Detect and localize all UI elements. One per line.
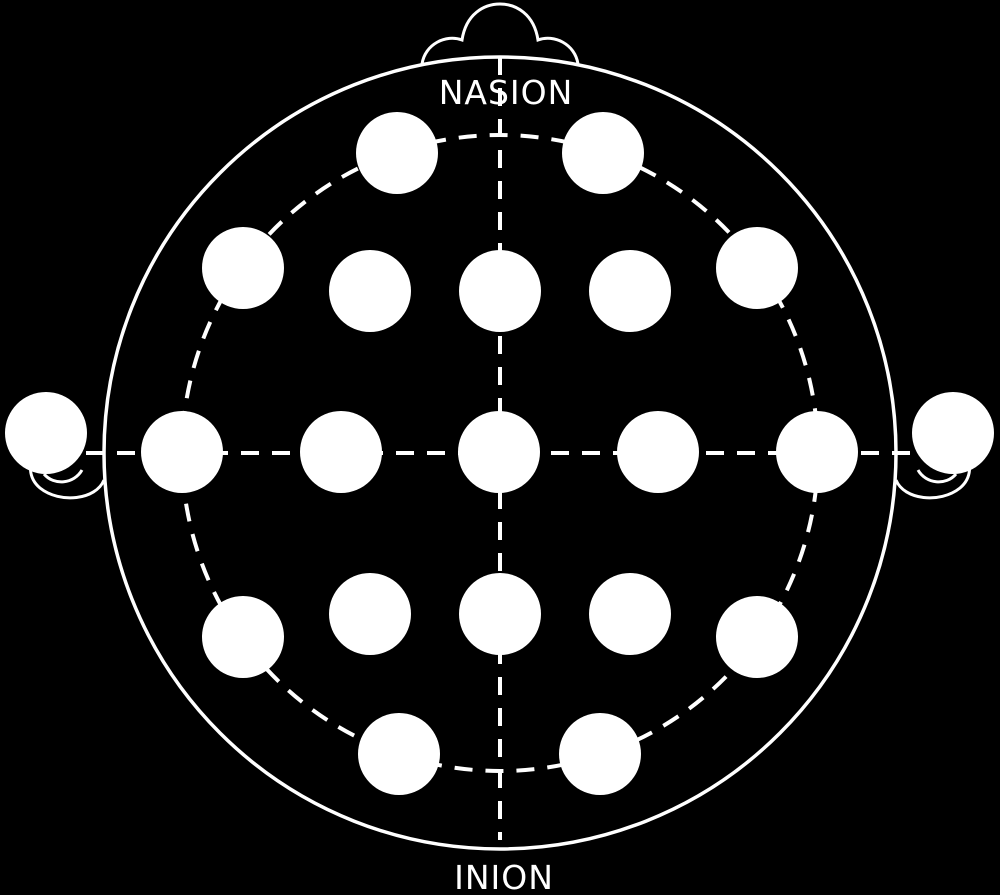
nose-outline (420, 2, 580, 65)
electrode (716, 227, 798, 309)
electrode (358, 713, 440, 795)
electrode (559, 713, 641, 795)
electrode (912, 392, 994, 474)
electrode (776, 411, 858, 493)
left-ear-inner (42, 469, 84, 484)
electrode (202, 227, 284, 309)
electrode (458, 411, 540, 493)
electrode (617, 411, 699, 493)
nasion-label: NASION (439, 73, 574, 112)
inion-label: INION (454, 858, 554, 895)
right-ear-inner (916, 469, 958, 484)
electrode (589, 250, 671, 332)
electrode (329, 250, 411, 332)
electrode (202, 596, 284, 678)
electrode (5, 392, 87, 474)
electrodes (5, 112, 994, 795)
electrode (141, 411, 223, 493)
electrode (356, 112, 438, 194)
electrode (589, 573, 671, 655)
electrode (562, 112, 644, 194)
electrode (459, 250, 541, 332)
electrode (716, 596, 798, 678)
electrode (300, 411, 382, 493)
electrode (329, 573, 411, 655)
electrode (459, 573, 541, 655)
